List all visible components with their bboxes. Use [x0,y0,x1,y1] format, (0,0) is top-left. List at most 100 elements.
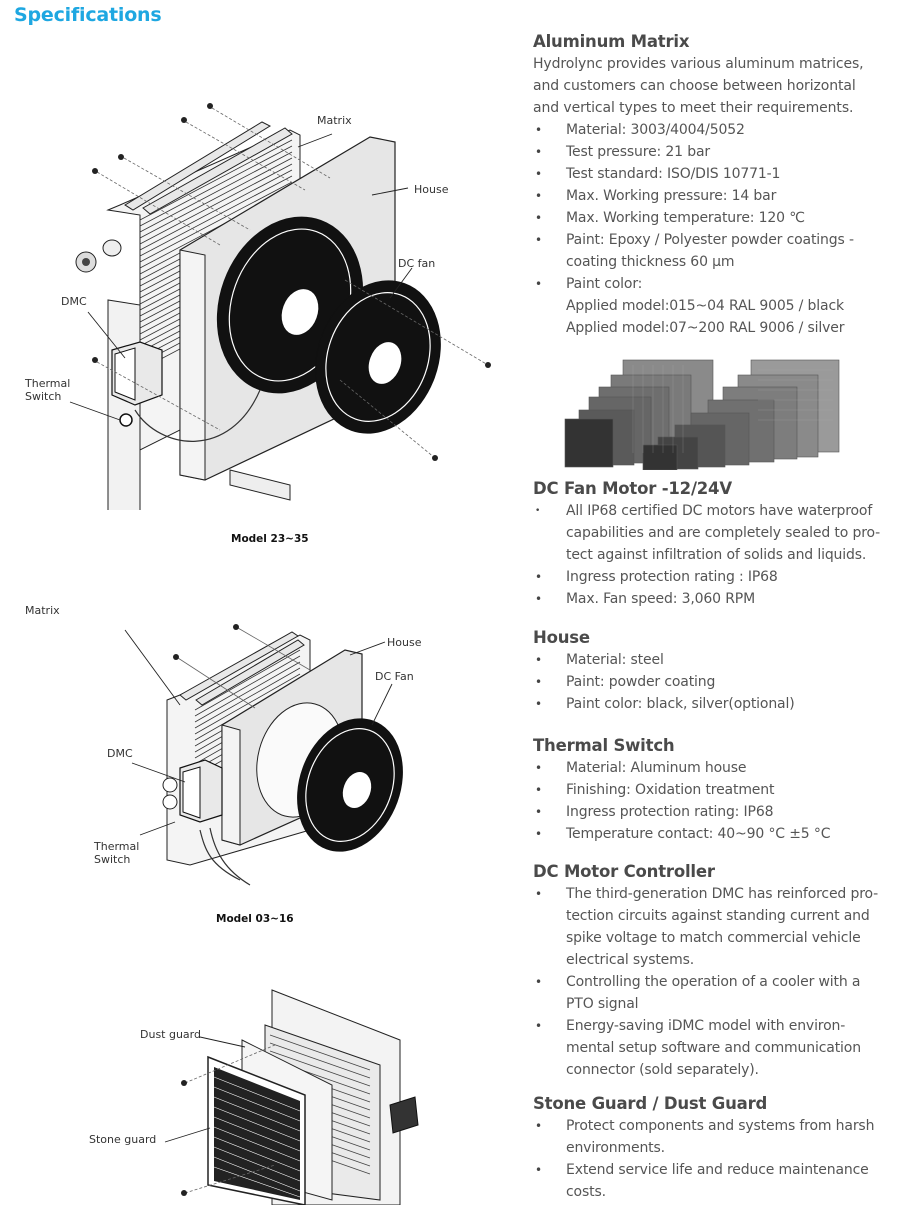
spec-text: costs. [566,1184,606,1200]
callout-thermal-line1: Thermal [25,377,71,390]
bullet-icon: • [535,975,542,989]
model-caption: Model 23~35 [231,533,309,545]
section-aluminum-matrix: Aluminum Matrix Hydrolync provides vario… [533,31,913,339]
callout-house: House [414,183,449,196]
intro-line: and vertical types to meet their require… [533,100,854,116]
callout-dust-guard: Dust guard [140,1028,201,1041]
callout-house: House [387,636,422,649]
intro-line: and customers can choose between horizon… [533,78,856,94]
callout-thermal-line1: Thermal [94,840,140,853]
spec-list: • All IP68 certified DC motors have water… [533,500,913,610]
bullet-icon: • [535,697,542,711]
bullet-icon: • [535,189,542,203]
callout-dc-fan: DC Fan [375,670,414,683]
spec-item: •Paint: powder coating [533,671,913,693]
spec-text: The third-generation DMC has reinforced … [566,886,879,902]
callout-dmc: DMC [61,295,87,308]
section-heading: DC Motor Controller [533,862,715,881]
spec-text: Material: Aluminum house [566,760,747,776]
spec-item: • Test pressure: 21 bar [533,141,913,163]
spec-text: Applied model:07~200 RAL 9006 / silver [566,320,845,336]
bullet-icon: • [535,506,541,516]
spec-item: •Paint: Epoxy / Polyester powder coating… [533,229,913,273]
spec-text: Paint: Epoxy / Polyester powder coatings… [566,232,854,248]
diagram-guards: Dust guard Stone guard [60,985,440,1205]
spec-item: •Test standard: ISO/DIS 10771-1 [533,163,913,185]
spec-text: tection circuits against standing curren… [566,908,870,924]
spec-item: •Finishing: Oxidation treatment [533,779,913,801]
spec-text: tect against infiltration of solids and … [566,547,867,563]
spec-item: •Controlling the operation of a cooler w… [533,971,913,1015]
bullet-icon: • [535,167,542,181]
spec-list: •Material: Aluminum house •Finishing: Ox… [533,757,913,845]
spec-item: •Extend service life and reduce maintena… [533,1159,913,1203]
spec-item: •Paint color:Applied model:015~04 RAL 90… [533,273,913,339]
callout-thermal-switch: Thermal Switch [94,840,139,866]
spec-item: • Material: Aluminum house [533,757,913,779]
spec-text: Ingress protection rating: IP68 [566,804,774,820]
callout-thermal-switch: Thermal Switch [25,377,70,403]
spec-text: coating thickness 60 µm [566,254,735,270]
diagram-model-03-16: Matrix House DC Fan DMC Thermal Switch M… [0,590,460,930]
callout-stone-guard: Stone guard [89,1133,157,1146]
spec-text: Max. Working pressure: 14 bar [566,188,777,204]
callout-matrix: Matrix [25,604,60,617]
spec-item: •Ingress protection rating: IP68 [533,801,913,823]
bullet-icon: • [535,653,542,667]
section-intro: Hydrolync provides various aluminum matr… [533,53,913,119]
cooler-exploded-drawing-large [69,103,491,510]
spec-text: Protect components and systems from hars… [566,1118,875,1134]
bullet-icon: • [535,1119,542,1133]
spec-text: Test pressure: 21 bar [566,144,710,160]
spec-item: • Material: 3003/4004/5052 [533,119,913,141]
spec-text: PTO signal [566,996,639,1012]
section-heading: Thermal Switch [533,736,675,755]
spec-text: Applied model:015~04 RAL 9005 / black [566,298,844,314]
section-heading: Stone Guard / Dust Guard [533,1094,768,1113]
spec-text: Material: steel [566,652,664,668]
spec-text: environments. [566,1140,665,1156]
spec-item: •Max. Fan speed: 3,060 RPM [533,588,913,610]
guard-exploded-drawing [164,989,419,1205]
bullet-icon: • [535,827,542,841]
matrix-range-photo [564,359,840,470]
bullet-icon: • [535,211,542,225]
spec-list: • Protect components and systems from har… [533,1115,913,1203]
spec-item: •Energy-saving iDMC model with environ-m… [533,1015,913,1081]
callout-thermal-line2: Switch [94,853,131,866]
spec-item: •Temperature contact: 40~90 °C ±5 °C [533,823,913,845]
callout-matrix: Matrix [317,114,352,127]
spec-item: • Paint color: black, silver(optional) [533,693,913,715]
bullet-icon: • [535,592,542,606]
cooler-exploded-drawing-small [124,624,403,886]
section-heading: Aluminum Matrix [533,32,690,51]
spec-text: Extend service life and reduce maintenan… [566,1162,869,1178]
spec-list: •Material: steel •Paint: powder coating … [533,649,913,715]
spec-text: mental setup software and communication [566,1040,861,1056]
diagram-model-23-35: Matrix House DC fan DMC Thermal Switch M… [0,90,510,550]
spec-item: • Material: steel [533,649,913,671]
spec-item: •Ingress protection rating : IP68 [533,566,913,588]
spec-item: • Protect components and systems from har… [533,1115,913,1159]
model-caption: Model 03~16 [216,913,294,925]
spec-text: Paint color: [566,276,643,292]
spec-text: Paint color: black, silver(optional) [566,696,795,712]
spec-list: • The third-generation DMC has reinforced… [533,883,913,1081]
spec-item: • All IP68 certified DC motors have water… [533,500,913,566]
spec-text: Finishing: Oxidation treatment [566,782,775,798]
bullet-icon: • [535,123,542,137]
section-dc-motor-controller: DC Motor Controller • The third-generatio… [533,861,913,1081]
section-heading: House [533,628,590,647]
spec-text: All IP68 certified DC motors have waterp… [566,503,873,519]
page-title: Specifications [14,4,162,26]
spec-item: •Max. Working temperature: 120 ℃ [533,207,913,229]
callout-dc-fan: DC fan [398,257,436,270]
bullet-icon: • [535,145,542,159]
spec-item: • Max. Working pressure: 14 bar [533,185,913,207]
spec-text: Material: 3003/4004/5052 [566,122,745,138]
callout-thermal-line2: Switch [25,390,62,403]
spec-text: capabilities and are completely sealed t… [566,525,881,541]
spec-text: Energy-saving iDMC model with environ- [566,1018,846,1034]
bullet-icon: • [535,761,542,775]
section-thermal-switch: Thermal Switch • Material: Aluminum house… [533,735,913,845]
